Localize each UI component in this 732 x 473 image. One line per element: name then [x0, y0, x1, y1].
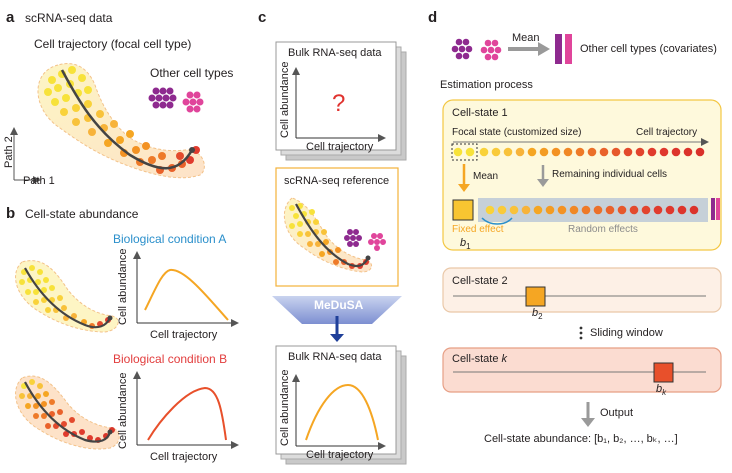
bulk-card-bottom [275, 345, 407, 465]
estimation-process-label: Estimation process [440, 79, 533, 91]
covariates-row [451, 34, 572, 64]
chart-b-ylabel: Cell abundance [117, 372, 129, 449]
path1-label: Path 1 [23, 175, 55, 187]
chart-a-ylabel: Cell abundance [117, 248, 129, 325]
cell-state-1-box [442, 99, 722, 251]
fixed-effect-label: Fixed effect [452, 224, 504, 235]
sliding-dots [579, 326, 583, 340]
bk-label: bk [656, 383, 667, 398]
cell-state-2-label: Cell-state 2 [452, 275, 508, 287]
result-label: Cell-state abundance: [b₁, b₂, …, bₖ, …] [484, 433, 678, 445]
panel-a-title: scRNA-seq data [25, 11, 113, 25]
scrna-reference-card [275, 167, 399, 287]
remaining-cells-label: Remaining individual cells [552, 169, 668, 180]
panel-label-b: b [6, 205, 16, 222]
random-effects-label: Random effects [568, 224, 638, 235]
bulk-bottom-ylabel: Cell abundance [279, 369, 291, 446]
abundance-curve-b [147, 386, 227, 441]
trajectory-curve [60, 69, 194, 170]
cell-state-1-label: Cell-state 1 [452, 107, 508, 119]
chart-condition-b [133, 371, 239, 449]
panel-b-condition-b-map [15, 375, 120, 450]
covariates-label: Other cell types (covariates) [580, 43, 717, 55]
b1-label: b1 [460, 237, 471, 252]
scrna-reference-title: scRNA-seq reference [284, 175, 390, 187]
chart-a-xlabel: Cell trajectory [150, 329, 218, 341]
panel-label-c: c [258, 9, 267, 26]
sliding-window-label: Sliding window [590, 327, 663, 339]
other-cell-types-c [344, 229, 386, 251]
mean-label-top: Mean [512, 32, 540, 44]
output-arrow [581, 402, 595, 427]
bulk-top-ylabel: Cell abundance [279, 61, 291, 138]
cell-state-k-label: Cell-state k [452, 353, 508, 365]
panel-b-title: Cell-state abundance [25, 207, 139, 221]
trajectory-cells-row [453, 147, 705, 157]
bulk-top-xlabel: Cell trajectory [306, 141, 374, 153]
condition-a-label: Biological condition A [113, 232, 227, 246]
focal-state-label: Focal state (customized size) [452, 127, 582, 138]
medusa-label: MeDuSA [314, 298, 364, 312]
medusa-funnel [272, 296, 402, 342]
panel-a-trajectory [37, 63, 205, 179]
output-label: Output [600, 407, 634, 419]
other-cell-types-a [148, 87, 204, 113]
cell-dots-b2 [19, 379, 115, 443]
cell-trajectory-label-d: Cell trajectory [636, 127, 698, 138]
chart-condition-a [133, 251, 239, 327]
bulk-title-top: Bulk RNA-seq data [288, 47, 382, 59]
condition-b-label: Biological condition B [113, 352, 228, 366]
mean-label-state1: Mean [473, 171, 499, 182]
unknown-question-mark: ? [332, 90, 346, 117]
bulk-card-top [275, 41, 407, 161]
bulk-bottom-xlabel: Cell trajectory [306, 449, 374, 461]
trajectory-label: Cell trajectory (focal cell type) [34, 37, 192, 51]
cell-state-2-box [442, 267, 722, 313]
other-cell-types-label: Other cell types [150, 66, 234, 80]
chart-b-xlabel: Cell trajectory [150, 451, 218, 463]
panel-b-condition-a-map [15, 260, 119, 333]
trajectory-outline [37, 63, 205, 179]
abundance-curve-a [144, 268, 229, 321]
estimated-abundance-curve [305, 383, 379, 441]
path-axes [10, 127, 41, 184]
panel-label-a: a [6, 9, 15, 26]
path2-label: Path 2 [3, 136, 15, 168]
panel-label-d: d [428, 9, 438, 26]
cell-dots-a [44, 66, 200, 174]
cell-state-k-box [442, 347, 722, 393]
random-effect-cells [485, 205, 699, 215]
bulk-title-bottom: Bulk RNA-seq data [288, 351, 382, 363]
b2-label: b2 [532, 307, 543, 322]
